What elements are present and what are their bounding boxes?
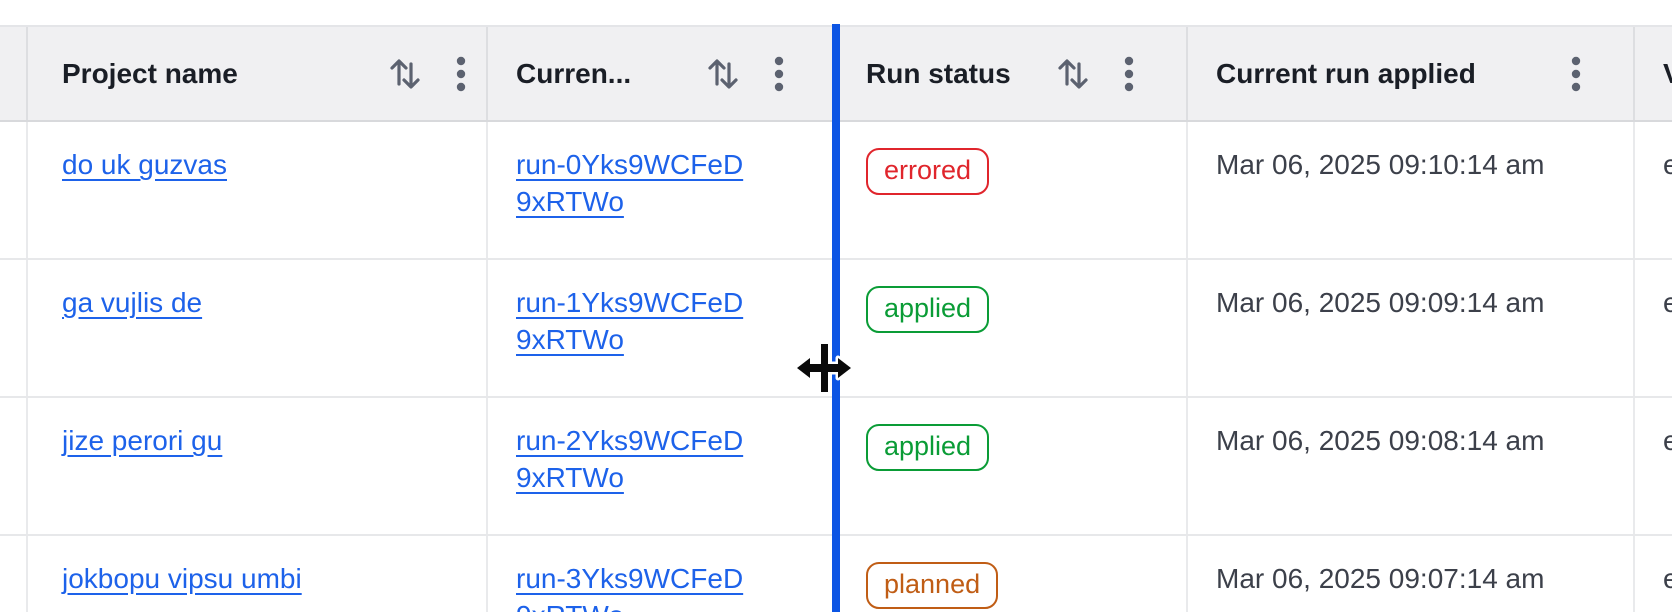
- sort-button[interactable]: [388, 54, 422, 94]
- column-menu-button[interactable]: [1124, 56, 1134, 92]
- current-run-cell: run-3Yks9WCFeD9xRTWo: [488, 536, 838, 612]
- truncated-cell: e: [1635, 536, 1672, 612]
- run-id-link[interactable]: run-0Yks9WCFeD9xRTWo: [516, 149, 744, 217]
- run-id-link[interactable]: run-2Yks9WCFeD9xRTWo: [516, 425, 744, 493]
- applied-timestamp: Mar 06, 2025 09:07:14 am: [1216, 563, 1545, 594]
- sort-arrows-icon: [1058, 58, 1088, 89]
- truncated-cell: e: [1635, 122, 1672, 258]
- run-status-cell: applied: [838, 398, 1188, 534]
- project-name-link[interactable]: do uk guzvas: [62, 149, 227, 180]
- sort-button[interactable]: [1056, 54, 1090, 94]
- truncated-cell-text: e: [1663, 563, 1672, 594]
- column-title: V: [1663, 58, 1672, 90]
- sort-button[interactable]: [706, 54, 740, 94]
- truncated-cell-text: e: [1663, 149, 1672, 180]
- project-name-cell: jize perori gu: [28, 398, 488, 534]
- run-status-badge: applied: [866, 424, 990, 471]
- current-run-cell: run-1Yks9WCFeD9xRTWo: [488, 260, 838, 396]
- truncated-cell: e: [1635, 260, 1672, 396]
- row-spacer-cell: [0, 122, 28, 258]
- column-menu-button[interactable]: [774, 56, 784, 92]
- current-run-cell: run-2Yks9WCFeD9xRTWo: [488, 398, 838, 534]
- project-name-cell: jokbopu vipsu umbi: [28, 536, 488, 612]
- run-status-badge: planned: [866, 562, 999, 609]
- header-cell-current-run[interactable]: Curren...: [488, 27, 838, 120]
- column-menu-button[interactable]: [456, 56, 466, 92]
- column-title: Curren...: [516, 57, 632, 89]
- row-spacer-cell: [0, 398, 28, 534]
- run-applied-cell: Mar 06, 2025 09:08:14 am: [1188, 398, 1635, 534]
- run-applied-cell: Mar 06, 2025 09:09:14 am: [1188, 260, 1635, 396]
- truncated-cell: e: [1635, 398, 1672, 534]
- project-name-link[interactable]: jokbopu vipsu umbi: [62, 563, 302, 594]
- row-spacer-cell: [0, 260, 28, 396]
- col-resize-cursor-icon: [795, 343, 853, 393]
- sort-arrows-icon: [708, 58, 738, 89]
- project-name-link[interactable]: ga vujlis de: [62, 287, 203, 318]
- applied-timestamp: Mar 06, 2025 09:10:14 am: [1216, 149, 1545, 180]
- run-status-cell: planned: [838, 536, 1188, 612]
- column-title: Current run applied: [1216, 57, 1476, 89]
- kebab-menu-icon: [1571, 56, 1581, 91]
- truncated-cell-text: e: [1663, 425, 1672, 456]
- header-cell-spacer: [0, 27, 28, 120]
- header-cell-current-run-applied[interactable]: Current run applied: [1188, 27, 1635, 120]
- run-status-badge: applied: [866, 286, 990, 333]
- run-status-cell: applied: [838, 260, 1188, 396]
- project-name-link[interactable]: jize perori gu: [62, 425, 223, 456]
- truncated-cell-text: e: [1663, 287, 1672, 318]
- project-name-cell: ga vujlis de: [28, 260, 488, 396]
- header-cell-run-status[interactable]: Run status: [838, 27, 1188, 120]
- applied-timestamp: Mar 06, 2025 09:09:14 am: [1216, 287, 1545, 318]
- project-name-cell: do uk guzvas: [28, 122, 488, 258]
- header-cell-truncated[interactable]: V: [1635, 27, 1672, 120]
- kebab-menu-icon: [774, 56, 784, 91]
- sort-arrows-icon: [390, 58, 420, 89]
- run-status-badge: errored: [866, 148, 990, 195]
- row-spacer-cell: [0, 536, 28, 612]
- run-id-link[interactable]: run-3Yks9WCFeD9xRTWo: [516, 563, 744, 612]
- applied-timestamp: Mar 06, 2025 09:08:14 am: [1216, 425, 1545, 456]
- header-cell-project-name[interactable]: Project name: [28, 27, 488, 120]
- run-applied-cell: Mar 06, 2025 09:10:14 am: [1188, 122, 1635, 258]
- kebab-menu-icon: [456, 56, 466, 91]
- column-menu-button[interactable]: [1571, 56, 1581, 92]
- column-title: Run status: [866, 57, 1011, 89]
- run-applied-cell: Mar 06, 2025 09:07:14 am: [1188, 536, 1635, 612]
- run-id-link[interactable]: run-1Yks9WCFeD9xRTWo: [516, 287, 744, 355]
- current-run-cell: run-0Yks9WCFeD9xRTWo: [488, 122, 838, 258]
- column-title: Project name: [62, 57, 238, 89]
- run-status-cell: errored: [838, 122, 1188, 258]
- kebab-menu-icon: [1124, 56, 1134, 91]
- column-resize-indicator[interactable]: [832, 24, 840, 612]
